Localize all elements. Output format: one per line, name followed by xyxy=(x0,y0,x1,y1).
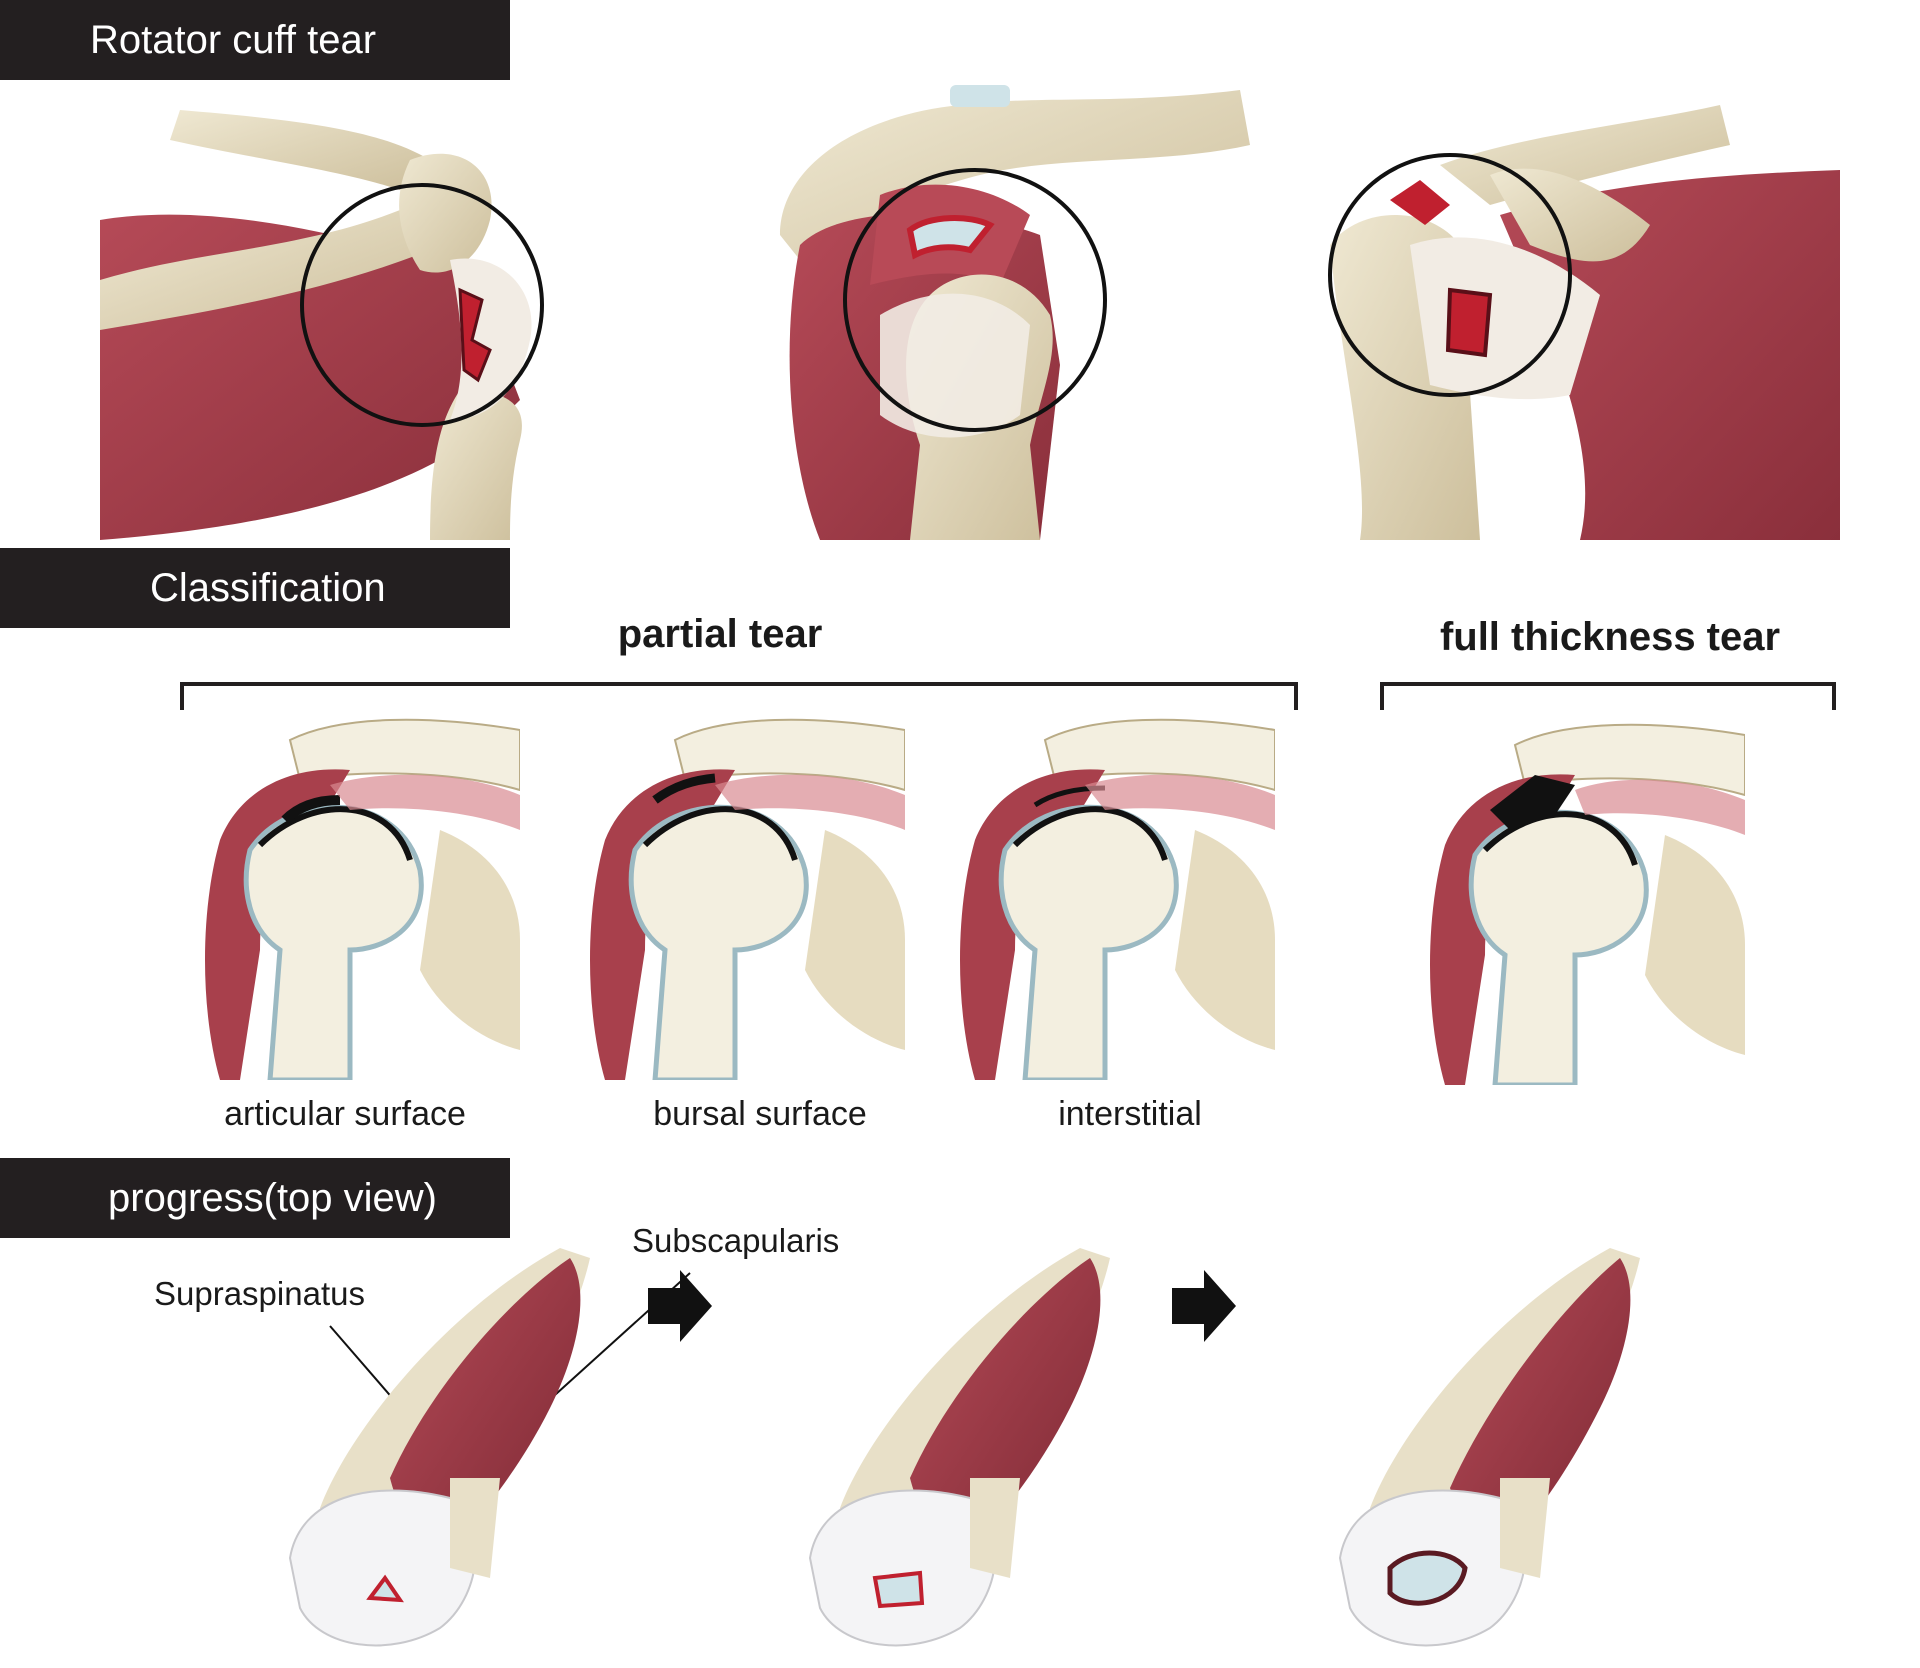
progress-stage-2 xyxy=(808,1248,1110,1647)
caption-bursal-surface: bursal surface xyxy=(653,1095,867,1133)
shoulder-back-view-illustration xyxy=(1300,95,1840,540)
right-arrow-icon xyxy=(648,1270,712,1342)
section-title: Rotator cuff tear xyxy=(90,17,377,62)
magnifier-circle-icon xyxy=(843,168,1107,432)
right-arrow-icon xyxy=(1172,1270,1236,1342)
section-subtitle: (top view) xyxy=(263,1175,438,1220)
partial-tear-bracket xyxy=(180,682,1298,710)
section-header-classification: Classification xyxy=(0,548,510,628)
full-thickness-tear-title: full thickness tear xyxy=(1439,615,1781,659)
label-subscapularis: Subscapularis xyxy=(632,1222,840,1259)
cross-section-interstitial xyxy=(955,710,1275,1080)
progress-stage-1 xyxy=(288,1248,590,1647)
progress-stage-3 xyxy=(1338,1248,1640,1647)
label-supraspinatus: Supraspinatus xyxy=(154,1275,365,1312)
section-header-rotator-cuff-tear: Rotator cuff tear xyxy=(0,0,510,80)
section-title: progress xyxy=(108,1175,264,1220)
full-thickness-tear-bracket xyxy=(1380,682,1836,710)
progress-top-view-illustrations xyxy=(288,1248,1640,1647)
section-title: Classification xyxy=(150,565,386,610)
cross-section-articular-surface xyxy=(200,710,520,1080)
magnifier-circle-icon xyxy=(1328,153,1572,397)
partial-tear-title: partial tear xyxy=(617,612,823,656)
cross-section-full-thickness xyxy=(1425,715,1745,1085)
cross-section-bursal-surface xyxy=(585,710,905,1080)
shoulder-side-view-illustration xyxy=(760,85,1260,540)
caption-articular-surface: articular surface xyxy=(224,1095,466,1133)
caption-interstitial: interstitial xyxy=(1058,1095,1202,1133)
section-header-progress: progress(top view) xyxy=(0,1158,510,1238)
shoulder-front-view-illustration xyxy=(100,100,660,540)
magnifier-circle-icon xyxy=(300,183,544,427)
